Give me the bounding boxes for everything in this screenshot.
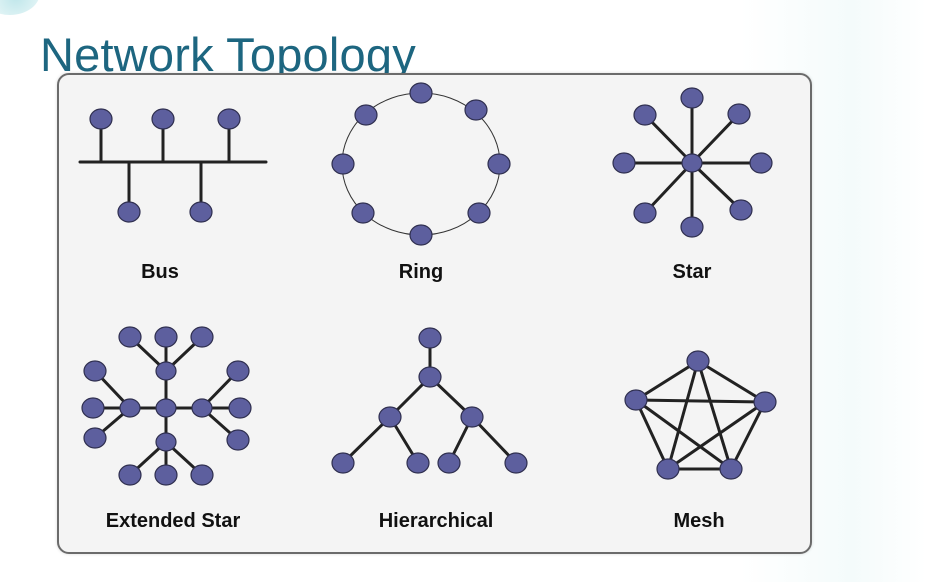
- star-node: [727, 103, 751, 125]
- mesh-node: [753, 391, 777, 413]
- bus-node: [217, 108, 241, 130]
- extended-star-hub-node: [155, 398, 177, 418]
- extended-star-node: [190, 326, 214, 348]
- extended-star-node: [226, 429, 250, 451]
- star-link: [643, 161, 694, 215]
- bus-node: [117, 201, 141, 223]
- extended-star-node: [226, 360, 250, 382]
- ring-node: [354, 104, 378, 126]
- extended-star-subhub-node: [191, 398, 213, 418]
- star-label: Star: [673, 261, 712, 283]
- hierarchical-node: [460, 406, 484, 428]
- extended-star-node: [228, 397, 252, 419]
- extended-star-node: [118, 464, 142, 486]
- extended-star-node: [154, 326, 178, 348]
- bus-topology: Bus: [78, 108, 268, 283]
- mesh-link: [696, 359, 767, 404]
- star-node: [633, 104, 657, 126]
- extended-star-node: [81, 397, 105, 419]
- topology-diagram-panel: [57, 73, 812, 554]
- mesh-link: [666, 400, 767, 471]
- mesh-link: [634, 398, 670, 471]
- ring-node: [409, 82, 433, 104]
- star-node: [729, 199, 753, 221]
- star-topology: Star: [612, 87, 773, 283]
- star-node: [680, 87, 704, 109]
- mesh-node: [719, 458, 743, 480]
- extended-star-node: [118, 326, 142, 348]
- extended-star-node: [83, 360, 107, 382]
- hierarchical-leaf-node: [331, 452, 355, 474]
- star-link: [690, 112, 741, 165]
- mesh-link: [729, 400, 767, 471]
- hierarchical-node: [418, 366, 442, 388]
- hierarchical-label: Hierarchical: [379, 510, 494, 532]
- ring-node: [467, 202, 491, 224]
- extended-star-node: [154, 464, 178, 486]
- mesh-label: Mesh: [673, 510, 724, 532]
- extended-star-subhub-node: [155, 432, 177, 452]
- mesh-link: [634, 398, 767, 404]
- star-node: [612, 152, 636, 174]
- extended-star-topology: Extended Star: [81, 326, 252, 532]
- extended-star-subhub-node: [155, 361, 177, 381]
- ring-node: [409, 224, 433, 246]
- extended-star-subhub-node: [119, 398, 141, 418]
- bus-label: Bus: [141, 261, 179, 283]
- hierarchical-leaf-node: [504, 452, 528, 474]
- star-link: [643, 113, 694, 165]
- mesh-topology: Mesh: [624, 350, 777, 532]
- mesh-link: [696, 359, 733, 471]
- star-node: [749, 152, 773, 174]
- mesh-link: [634, 359, 700, 402]
- bus-node: [189, 201, 213, 223]
- extended-star-node: [83, 427, 107, 449]
- mesh-node: [624, 389, 648, 411]
- extended-star-label: Extended Star: [106, 510, 241, 532]
- star-hub-node: [681, 153, 703, 173]
- hierarchical-topology: Hierarchical: [331, 327, 528, 532]
- page-title: Network Topology: [40, 28, 416, 74]
- hierarchical-leaf-node: [406, 452, 430, 474]
- hierarchical-leaf-node: [437, 452, 461, 474]
- mesh-node: [656, 458, 680, 480]
- star-link: [690, 161, 743, 212]
- mesh-node: [686, 350, 710, 372]
- hierarchical-node: [378, 406, 402, 428]
- ring-topology: Ring: [331, 82, 511, 283]
- ring-node: [331, 153, 355, 175]
- ring-label: Ring: [399, 261, 443, 283]
- ring-node: [351, 202, 375, 224]
- bus-node: [89, 108, 113, 130]
- extended-star-node: [190, 464, 214, 486]
- star-node: [633, 202, 657, 224]
- star-node: [680, 216, 704, 238]
- ring-node: [464, 99, 488, 121]
- ring-node: [487, 153, 511, 175]
- bus-node: [151, 108, 175, 130]
- mesh-link: [634, 398, 733, 471]
- mesh-link: [666, 359, 700, 471]
- hierarchical-root-node: [418, 327, 442, 349]
